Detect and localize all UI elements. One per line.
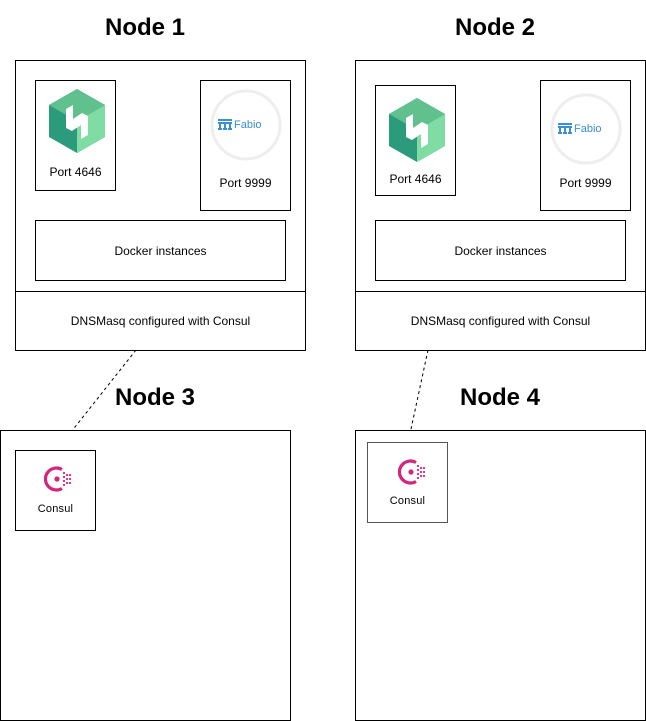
nomad-hexagon-icon: [49, 89, 105, 153]
node3-consul-label: Consul: [37, 503, 74, 515]
node3-title: Node 3: [114, 384, 195, 411]
fabio-logo-icon: Fabio: [210, 89, 282, 161]
node1-fabio-port: Port 9999: [219, 176, 272, 190]
node1-dns-label: DNSMasq configured with Consul: [70, 314, 251, 328]
node4-consul-box: Consul: [367, 442, 448, 523]
node3-consul-box: Consul: [15, 450, 96, 531]
node2-fabio-box: Fabio Port 9999: [540, 80, 631, 211]
fabio-logo-text: Fabio: [234, 119, 262, 131]
node2-title: Node 2: [454, 14, 535, 41]
node4-title: Node 4: [459, 384, 540, 411]
node1-nomad-box: Port 4646: [35, 80, 116, 191]
node2-docker-box: Docker instances: [375, 220, 626, 281]
node2-nomad-port: Port 4646: [389, 172, 442, 186]
node2-dns-label: DNSMasq configured with Consul: [410, 314, 591, 328]
consul-logo-icon: [398, 459, 426, 485]
node1-docker-box: Docker instances: [35, 220, 286, 281]
fabio-logo-text: Fabio: [574, 123, 602, 135]
nomad-hexagon-icon: [389, 98, 445, 162]
consul-logo-icon: [44, 466, 72, 492]
node1-divider: [16, 291, 305, 292]
node1-title: Node 1: [104, 14, 185, 41]
node2-fabio-port: Port 9999: [559, 176, 612, 190]
fabio-logo-icon: Fabio: [550, 93, 622, 165]
node2-nomad-box: Port 4646: [375, 85, 456, 196]
node2-divider: [356, 291, 645, 292]
node4-consul-label: Consul: [389, 495, 426, 507]
node1-fabio-box: Fabio Port 9999: [200, 80, 291, 211]
node1-nomad-port: Port 4646: [49, 165, 102, 179]
